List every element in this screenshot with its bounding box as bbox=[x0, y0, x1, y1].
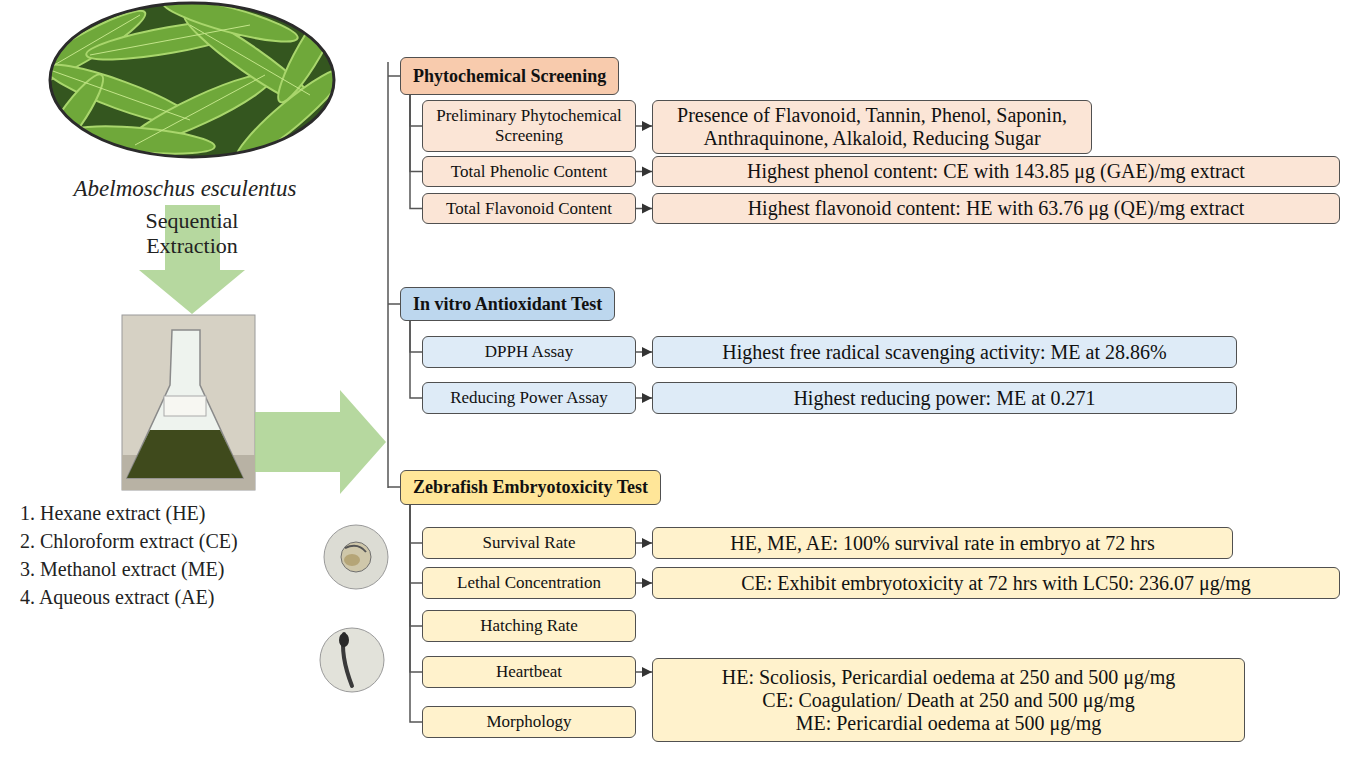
species-name: Abelmoschus esculentus bbox=[20, 176, 350, 202]
method-box: Preliminary Phytochemical Screening bbox=[422, 100, 636, 152]
box-text: Total Phenolic Content bbox=[451, 162, 608, 182]
arrow-label: Sequential Extraction bbox=[118, 208, 266, 259]
okra-photo bbox=[9, 0, 352, 172]
method-box: Lethal Concentration bbox=[422, 567, 636, 599]
tree-line bbox=[410, 505, 422, 543]
larva-photo bbox=[320, 628, 384, 692]
result-box: Highest reducing power: ME at 0.271 bbox=[652, 382, 1237, 414]
tree-line bbox=[410, 95, 422, 209]
flask-photo bbox=[122, 315, 255, 490]
method-box: Total Flavonoid Content bbox=[422, 193, 636, 224]
box-text: Preliminary Phytochemical Screening bbox=[431, 106, 627, 145]
result-arrow bbox=[636, 208, 652, 210]
box-text: Highest phenol content: CE with 143.85 μ… bbox=[747, 160, 1245, 183]
box-text: Highest flavonoid content: HE with 63.76… bbox=[748, 197, 1245, 220]
method-box: Reducing Power Assay bbox=[422, 382, 636, 414]
tree-line bbox=[410, 505, 422, 583]
result-arrow bbox=[636, 542, 652, 544]
box-text: Hatching Rate bbox=[480, 616, 578, 636]
box-text: Phytochemical Screening bbox=[413, 66, 606, 87]
tree-line bbox=[410, 95, 422, 126]
box-text: Survival Rate bbox=[482, 533, 575, 553]
box-text: Heartbeat bbox=[496, 662, 562, 682]
result-arrow bbox=[636, 582, 652, 584]
method-box: Hatching Rate bbox=[422, 610, 636, 642]
result-box: Presence of Flavonoid, Tannin, Phenol, S… bbox=[652, 100, 1092, 154]
method-box: Survival Rate bbox=[422, 527, 636, 559]
tree-line bbox=[410, 95, 422, 172]
extract-item: 3. Methanol extract (ME) bbox=[20, 558, 280, 581]
extract-item: 1. Hexane extract (HE) bbox=[20, 502, 280, 525]
tree-line bbox=[410, 505, 422, 722]
extract-item: 2. Chloroform extract (CE) bbox=[20, 530, 280, 553]
result-arrow bbox=[636, 397, 652, 399]
section-header: In vitro Antioxidant Test bbox=[400, 287, 615, 321]
box-text: Zebrafish Embryotoxicity Test bbox=[413, 477, 648, 498]
box-text: DPPH Assay bbox=[485, 342, 573, 362]
flow-arrow bbox=[255, 390, 386, 494]
section-header: Phytochemical Screening bbox=[400, 57, 619, 95]
result-box: Highest free radical scavenging activity… bbox=[652, 336, 1237, 368]
section-header: Zebrafish Embryotoxicity Test bbox=[400, 470, 661, 505]
result-arrow bbox=[636, 125, 652, 127]
result-box: Highest flavonoid content: HE with 63.76… bbox=[652, 193, 1340, 224]
box-text: Total Flavonoid Content bbox=[446, 199, 612, 219]
method-box: Heartbeat bbox=[422, 656, 636, 688]
box-text: ME: Pericardial oedema at 500 μg/mg bbox=[796, 712, 1102, 735]
tree-line bbox=[410, 505, 422, 672]
box-text: CE: Coagulation/ Death at 250 and 500 μg… bbox=[762, 689, 1134, 712]
tree-line bbox=[410, 505, 422, 626]
method-box: Morphology bbox=[422, 706, 636, 738]
result-arrow bbox=[636, 671, 652, 673]
result-arrow bbox=[636, 171, 652, 173]
box-text: Lethal Concentration bbox=[457, 573, 601, 593]
method-box: Total Phenolic Content bbox=[422, 156, 636, 187]
result-box: Highest phenol content: CE with 143.85 μ… bbox=[652, 156, 1340, 187]
result-box: HE: Scoliosis, Pericardial oedema at 250… bbox=[652, 658, 1245, 742]
extract-item: 4. Aqueous extract (AE) bbox=[20, 586, 280, 609]
result-arrow bbox=[636, 351, 652, 353]
box-text: Highest free radical scavenging activity… bbox=[722, 341, 1166, 364]
box-text: Presence of Flavonoid, Tannin, Phenol, S… bbox=[661, 104, 1083, 150]
box-text: In vitro Antioxidant Test bbox=[413, 294, 602, 315]
tree-line bbox=[410, 321, 422, 398]
embryo-photo bbox=[324, 525, 388, 589]
box-text: CE: Exhibit embryotoxicity at 72 hrs wit… bbox=[741, 572, 1251, 595]
box-text: HE, ME, AE: 100% survival rate in embryo… bbox=[730, 532, 1154, 555]
result-box: HE, ME, AE: 100% survival rate in embryo… bbox=[652, 527, 1233, 559]
result-box: CE: Exhibit embryotoxicity at 72 hrs wit… bbox=[652, 567, 1340, 599]
tree-trunk bbox=[388, 62, 400, 488]
method-box: DPPH Assay bbox=[422, 336, 636, 368]
box-text: HE: Scoliosis, Pericardial oedema at 250… bbox=[722, 666, 1175, 689]
box-text: Highest reducing power: ME at 0.271 bbox=[793, 387, 1095, 410]
tree-line bbox=[410, 321, 422, 352]
box-text: Morphology bbox=[487, 712, 572, 732]
box-text: Reducing Power Assay bbox=[450, 388, 608, 408]
